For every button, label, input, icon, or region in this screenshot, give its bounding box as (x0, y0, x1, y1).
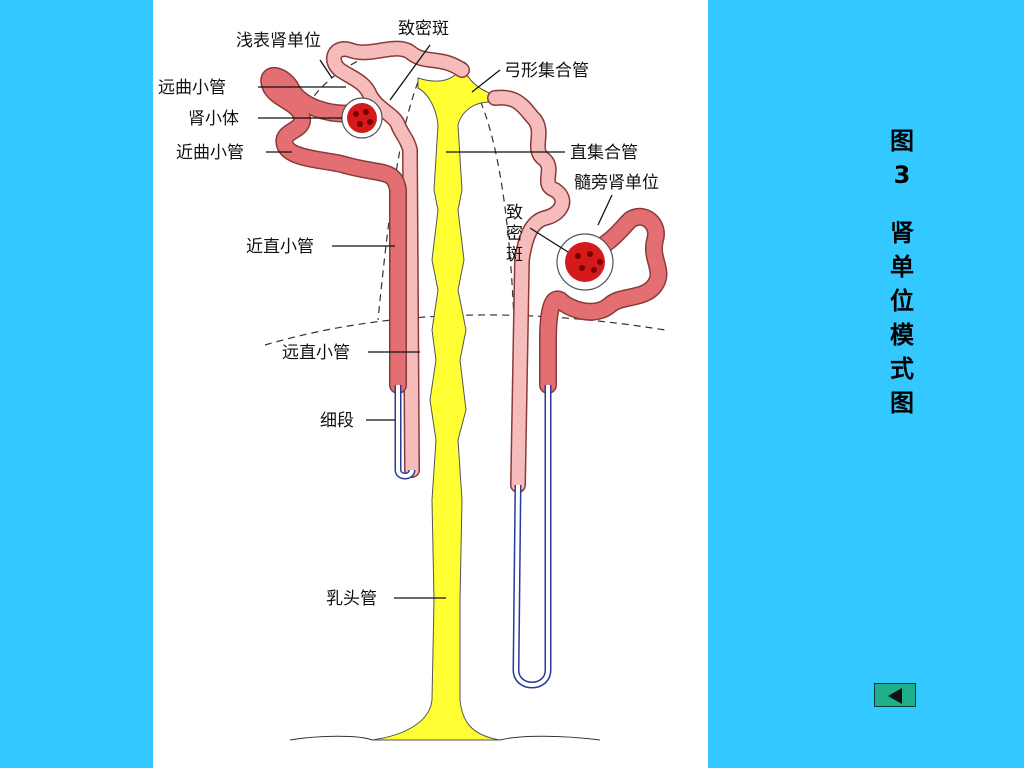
label-juxtamedullary-nephron: 髓旁肾单位 (574, 173, 659, 193)
figure-title-char: 图 (890, 389, 914, 417)
triangle-left-icon (888, 688, 902, 704)
collecting-duct (371, 64, 501, 741)
label-straight-collecting-duct: 直集合管 (570, 143, 638, 163)
glomerulus-dot (597, 259, 603, 265)
label-macula-densa-top: 致密斑 (398, 19, 449, 39)
figure-number: 图3 (890, 127, 914, 189)
glomerulus-dot (587, 251, 593, 257)
leader-juxtamedullary (597, 194, 613, 226)
label-thin-segment: 细段 (320, 411, 354, 431)
glomerulus-dot (353, 111, 359, 117)
label-renal-corpuscle: 肾小体 (188, 109, 239, 129)
superficial-glomerulus (347, 103, 377, 133)
figure-title: 肾 单 位 模 式 图 (884, 216, 920, 420)
leader-arcuate-duct (471, 69, 501, 93)
juxta-distal-tubule (487, 89, 571, 493)
diagram-panel (153, 0, 708, 768)
medullary-ray-boundary (469, 79, 515, 321)
figure-title-char: 单 (890, 253, 914, 281)
juxta-distal-tubule-fill (488, 91, 569, 492)
leader-superficial-nephron (319, 59, 333, 79)
label-distal-convoluted-tubule: 远曲小管 (158, 78, 226, 98)
label-superficial-nephron: 浅表肾单位 (236, 31, 321, 51)
papilla-outline (289, 735, 601, 741)
glomerulus-dot (591, 267, 597, 273)
leader-macula-densa-side (529, 227, 569, 253)
back-nav-button[interactable] (874, 683, 916, 707)
juxta-proximal-tubule-fill (540, 209, 666, 393)
label-proximal-convoluted-tubule: 近曲小管 (176, 143, 244, 163)
label-proximal-straight-tubule: 近直小管 (246, 237, 314, 257)
label-distal-straight-tubule: 远直小管 (282, 343, 350, 363)
medullary-ray-boundary (377, 81, 419, 321)
figure-title-char: 肾 (890, 219, 914, 247)
superficial-distal-tubule-fill (327, 42, 469, 477)
glomerulus-dot (579, 265, 585, 271)
glomerulus-dot (367, 119, 373, 125)
figure-caption: 图3 肾 单 位 模 式 图 (884, 124, 920, 420)
juxta-thin-segment-lumen (513, 385, 550, 687)
label-arcuate-collecting-duct: 弓形集合管 (504, 61, 589, 81)
glomerulus-dot (357, 121, 363, 127)
leader-macula-densa-top (389, 44, 431, 101)
label-macula-densa-side-3: 斑 (506, 245, 523, 265)
figure-title-char: 式 (890, 355, 914, 383)
figure-title-char: 位 (890, 287, 914, 315)
superficial-thin-segment-lumen (396, 385, 414, 478)
glomerulus-dot (575, 253, 581, 259)
label-macula-densa-side-2: 密 (506, 224, 523, 244)
glomerulus-dot (363, 109, 369, 115)
label-macula-densa-side-1: 致 (506, 203, 523, 223)
figure-title-char: 模 (890, 321, 914, 349)
label-papillary-duct: 乳头管 (326, 589, 377, 609)
cortex-medulla-boundary (264, 314, 666, 346)
